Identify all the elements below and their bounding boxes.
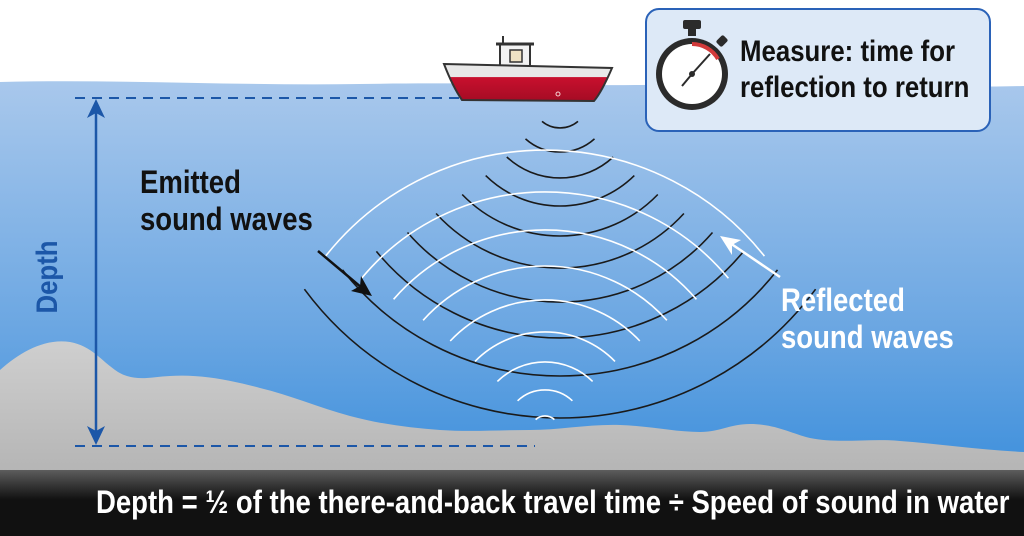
emitted-sound-waves [303, 120, 817, 419]
reflected-wave-arc [517, 389, 573, 402]
emitted-pointer-arrow [317, 250, 372, 296]
emitted-label-line1: Emitted [140, 164, 241, 200]
emitted-wave-arc [524, 138, 596, 153]
reflected-sound-waves [324, 149, 766, 421]
emitted-waves-label: Emitted sound waves [140, 164, 313, 238]
formula-text: Depth = ½ of the there-and-back travel t… [96, 484, 1010, 520]
emitted-wave-arc [461, 193, 659, 237]
boat-icon [442, 36, 614, 103]
emitted-wave-arc [506, 156, 614, 179]
reflected-wave-arc [360, 191, 730, 279]
reflected-pointer-arrow [720, 236, 781, 279]
reflected-wave-arc [474, 331, 616, 362]
reflected-wave-arc [422, 265, 668, 321]
emitted-wave-arc [375, 250, 745, 339]
formula-bar [0, 470, 1024, 536]
reflected-wave-arc [392, 229, 698, 300]
reflected-wave-arc [324, 149, 766, 257]
reflected-label-line1: Reflected [781, 282, 905, 318]
measure-callout-box [645, 8, 991, 132]
measure-label: Measure: time for reflection to return [740, 34, 969, 106]
emitted-wave-arc [435, 212, 685, 269]
reflected-wave-arc [535, 415, 555, 421]
reflected-label-line2: sound waves [781, 318, 954, 355]
emitted-label-line2: sound waves [140, 200, 313, 237]
reflected-wave-arc [449, 299, 641, 342]
emitted-wave-arc [406, 231, 714, 303]
depth-label: Depth [31, 240, 64, 314]
emitted-wave-arc [541, 120, 579, 129]
reflected-waves-label: Reflected sound waves [781, 282, 954, 356]
measure-label-line1: Measure: time for [740, 35, 956, 68]
emitted-wave-arc [303, 288, 817, 419]
emitted-wave-arc [341, 269, 779, 377]
stopwatch-icon [656, 20, 728, 110]
emitted-wave-arc [485, 175, 635, 207]
measure-label-line2: reflection to return [740, 71, 970, 104]
depth-arrow [87, 99, 105, 445]
reflected-wave-arc [496, 361, 594, 382]
